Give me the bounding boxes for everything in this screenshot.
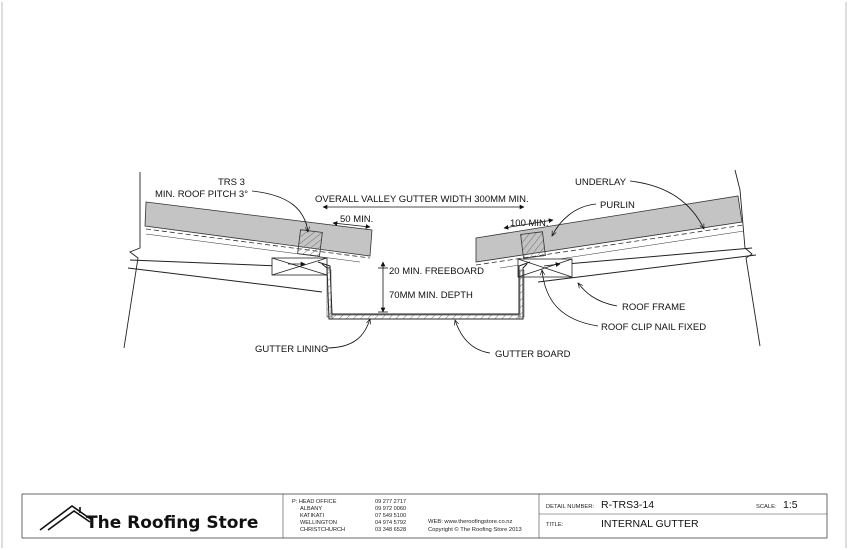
left-purlin bbox=[297, 229, 323, 257]
label-100-min: 100 MIN. bbox=[510, 218, 549, 229]
label-underlay: UNDERLAY bbox=[575, 177, 627, 188]
web-address: WEB: www.theroofingstore.co.nz bbox=[428, 519, 513, 525]
label-purlin: PURLIN bbox=[600, 200, 635, 211]
roof-logo-icon bbox=[39, 505, 93, 531]
contact-phone: 04 974 5792 bbox=[375, 520, 406, 526]
contact-name: P: HEAD OFFICE bbox=[292, 499, 337, 505]
leader-lines bbox=[251, 180, 705, 354]
label-roof-clip: ROOF CLIP NAIL FIXED bbox=[601, 322, 706, 333]
scale-value: 1:5 bbox=[783, 499, 798, 511]
title-label: TITLE: bbox=[546, 522, 564, 528]
depth-dimension bbox=[378, 261, 388, 313]
contact-name: KATIKATI bbox=[300, 513, 324, 519]
contact-phone: 09 972 0060 bbox=[375, 506, 406, 512]
copyright: Copyright © The Roofing Store 2013 bbox=[428, 526, 522, 533]
detail-number-label: DETAIL NUMBER: bbox=[546, 504, 594, 510]
left-roof-cladding bbox=[144, 201, 373, 263]
label-overall-width: OVERALL VALLEY GUTTER WIDTH 300MM MIN. bbox=[315, 194, 529, 205]
label-gutter-board: GUTTER BOARD bbox=[495, 349, 571, 360]
gutter-board bbox=[331, 314, 520, 320]
label-roof-frame: ROOF FRAME bbox=[622, 302, 685, 313]
label-roof-pitch: MIN. ROOF PITCH 3° bbox=[155, 189, 248, 200]
contact-name: WELLINGTON bbox=[300, 520, 337, 526]
right-fascia-block bbox=[517, 258, 573, 278]
title-block: The Roofing Store P: HEAD OFFICE 09 277 … bbox=[21, 493, 828, 539]
brand-name: The Roofing Store bbox=[86, 513, 258, 533]
detail-number: R-TRS3-14 bbox=[601, 499, 654, 511]
label-gutter-lining: GUTTER LINING bbox=[255, 344, 328, 355]
label-trs3: TRS 3 bbox=[218, 177, 245, 188]
drawing-title: INTERNAL GUTTER bbox=[601, 518, 699, 530]
contact-phone: 07 549 5100 bbox=[375, 513, 406, 519]
wall-break-lines bbox=[123, 169, 761, 349]
contact-name: CHRISTCHURCH bbox=[300, 527, 345, 533]
contact-name: ALBANY bbox=[300, 506, 322, 512]
label-depth: 70MM MIN. DEPTH bbox=[389, 290, 473, 301]
label-freeboard: 20 MIN. FREEBOARD bbox=[389, 266, 484, 277]
label-50-min: 50 MIN. bbox=[340, 214, 373, 225]
left-fascia-block bbox=[271, 257, 328, 276]
contact-phone: 03 348 6528 bbox=[375, 527, 406, 533]
right-purlin bbox=[520, 231, 546, 259]
scale-label: SCALE: bbox=[756, 504, 777, 510]
contact-phone: 09 277 2717 bbox=[375, 499, 406, 505]
